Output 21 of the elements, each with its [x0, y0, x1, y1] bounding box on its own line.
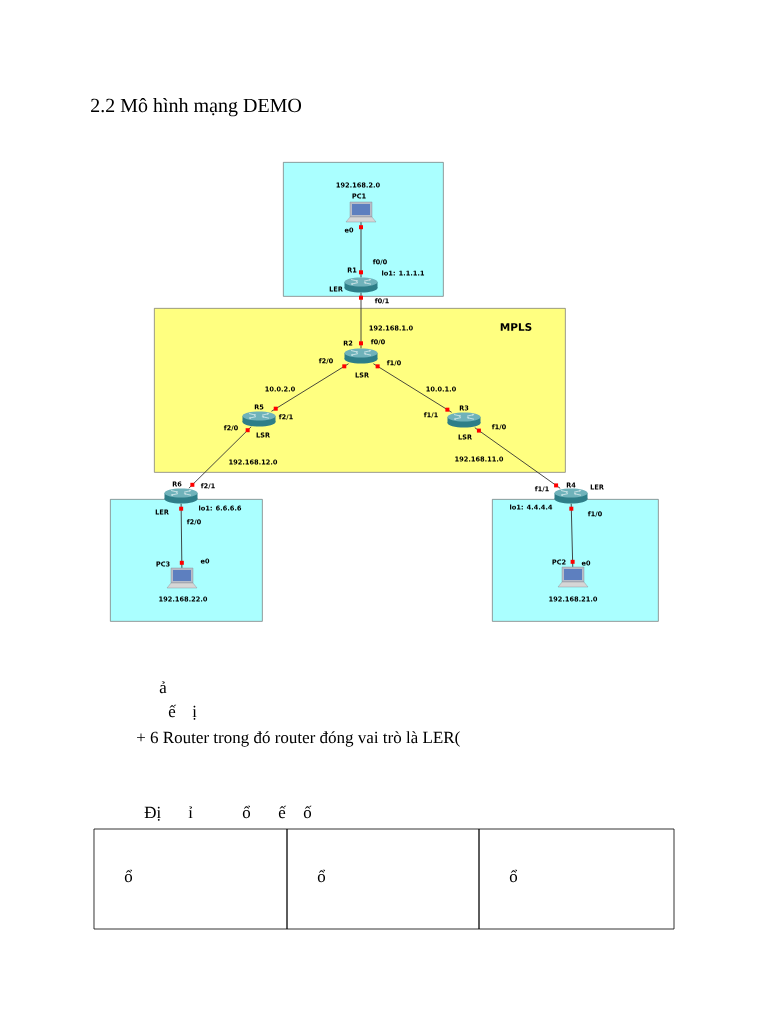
link-line [360, 292, 362, 349]
link-line [188, 426, 252, 489]
link-line [360, 221, 362, 278]
body-text: + 6 Router trong đó router đóng vai trò là LER( [137, 731, 460, 747]
text-fragment: ố [303, 805, 312, 819]
text-fragment: ổ [242, 805, 251, 819]
text-fragment: ế [168, 704, 177, 718]
link-line [372, 363, 453, 413]
text-fragment: ả [159, 681, 167, 694]
table-cell: ổ [93, 828, 288, 930]
link-line [474, 427, 561, 489]
link-line [180, 503, 183, 569]
text-fragment: ị [192, 705, 197, 720]
table-cell: ổ [478, 828, 675, 930]
heading: 2.2 Mô hình mạng DEMO [91, 98, 302, 117]
text-fragment: ỉ [188, 806, 193, 818]
link-line [271, 363, 349, 412]
link-line [570, 503, 574, 568]
table-cell: ổ [286, 828, 480, 930]
text-fragment: ế [278, 805, 287, 819]
text-fragment: Đị [144, 806, 161, 821]
